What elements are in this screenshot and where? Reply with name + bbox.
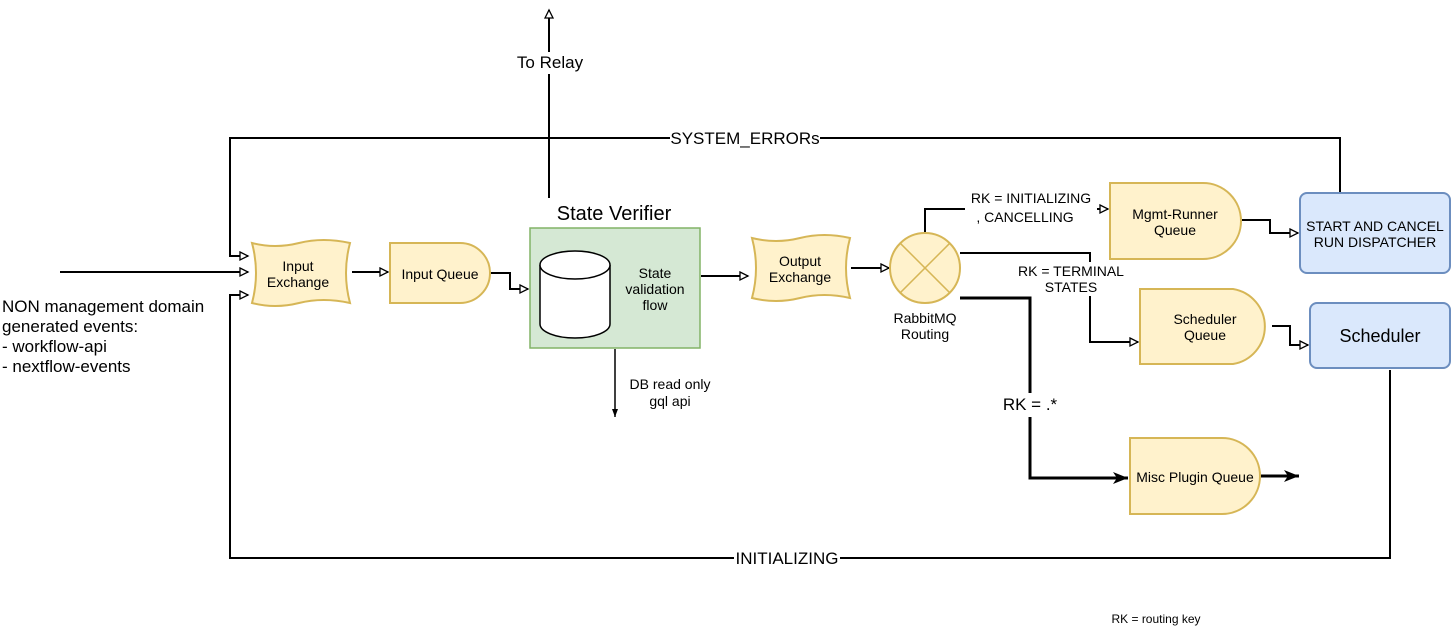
source-events-line4: - nextflow-events: [2, 357, 131, 376]
scheduler-queue-node[interactable]: Scheduler Queue: [1139, 288, 1266, 365]
input-queue-label: Input Queue: [401, 266, 478, 282]
start-cancel-dispatcher-node[interactable]: START AND CANCEL RUN DISPATCHER: [1299, 192, 1451, 274]
input-exchange-label-line1: Input: [282, 258, 313, 274]
misc-plugin-queue-node[interactable]: Misc Plugin Queue: [1129, 437, 1261, 515]
scheduler-box: [1309, 302, 1451, 369]
db-read-only-label-line2: gql api: [649, 393, 690, 409]
mgmt-runner-queue-label-line1: Mgmt-Runner: [1132, 206, 1218, 222]
edge-mgmt-runner-to-dispatcher: [1242, 219, 1298, 233]
output-exchange-shape: [750, 234, 852, 302]
scheduler-queue-label-line1: Scheduler: [1173, 311, 1236, 327]
to-relay-label: To Relay: [517, 53, 584, 72]
output-exchange-node[interactable]: Output Exchange: [750, 234, 852, 302]
rabbitmq-routing-node[interactable]: RabbitMQ Routing: [889, 232, 961, 342]
rk-any-label-bg: [998, 393, 1062, 417]
rabbitmq-routing-label-line1: RabbitMQ: [893, 310, 956, 326]
source-events-line1: NON management domain: [2, 297, 204, 316]
state-validation-flow-line3: flow: [643, 297, 669, 313]
system-errors-label: SYSTEM_ERRORs: [670, 129, 819, 148]
rk-any-label: RK = .*: [1003, 395, 1058, 414]
edge-routing-to-scheduler-queue: [960, 252, 1138, 342]
state-validation-flow-line1: State: [639, 265, 672, 281]
system-errors-label-bg: [670, 128, 820, 148]
input-exchange-node[interactable]: Input Exchange: [250, 239, 352, 307]
output-exchange-label-line2: Exchange: [769, 269, 831, 285]
input-exchange-shape: [250, 239, 352, 307]
rk-initializing-label-line2: , CANCELLING: [976, 209, 1073, 225]
mgmt-runner-queue-label-line2: Queue: [1154, 222, 1196, 238]
state-validation-flow-line2: validation: [625, 281, 684, 297]
misc-plugin-queue-shape: [1129, 437, 1261, 515]
rk-initializing-label-line1: RK = INITIALIZING: [971, 190, 1091, 206]
edge-scheduler-queue-to-scheduler: [1272, 325, 1308, 345]
routing-cross-line-b: [899, 242, 951, 294]
edge-routing-to-misc-plugin: [960, 296, 1128, 484]
rk-terminal-label-line2: STATES: [1045, 279, 1097, 295]
scheduler-queue-shape: [1139, 288, 1266, 365]
db-read-only-label-line1: DB read only: [630, 376, 711, 392]
dispatcher-label-line1: START AND CANCEL: [1306, 218, 1444, 234]
database-icon: [539, 250, 611, 339]
legend-rk: RK = routing key: [1111, 612, 1200, 626]
rk-terminal-label-bg: [1014, 262, 1130, 296]
mgmt-runner-queue-node[interactable]: Mgmt-Runner Queue: [1109, 182, 1242, 260]
rk-initializing-label-bg: [965, 189, 1097, 227]
misc-plugin-queue-label: Misc Plugin Queue: [1136, 469, 1254, 485]
edge-system-errors: [229, 137, 1341, 256]
scheduler-label: Scheduler: [1339, 326, 1420, 346]
to-relay-label-bg: [514, 52, 586, 74]
initializing-label: INITIALIZING: [736, 549, 839, 568]
state-verifier-title: State Verifier: [557, 203, 672, 225]
dispatcher-box: [1299, 192, 1451, 274]
state-verifier-node[interactable]: State Verifier State validation flow: [529, 203, 701, 349]
input-exchange-label-line2: Exchange: [267, 274, 329, 290]
scheduler-queue-label-line2: Queue: [1184, 327, 1226, 343]
source-events-line3: - workflow-api: [2, 337, 107, 356]
input-queue-shape: [389, 242, 491, 304]
mgmt-runner-queue-shape: [1109, 182, 1242, 260]
rabbitmq-routing-label-line2: Routing: [901, 326, 949, 342]
edge-input-queue-to-verifier: [490, 272, 528, 289]
edge-initializing: [229, 295, 1391, 559]
dispatcher-label-line2: RUN DISPATCHER: [1314, 234, 1436, 250]
rk-terminal-label-line1: RK = TERMINAL: [1018, 263, 1124, 279]
scheduler-node[interactable]: Scheduler: [1309, 302, 1451, 369]
source-events-line2: generated events:: [2, 317, 138, 336]
source-events-block: NON management domain generated events: …: [2, 297, 204, 376]
input-queue-node[interactable]: Input Queue: [389, 242, 491, 304]
initializing-label-bg: [734, 548, 840, 568]
output-exchange-label-line1: Output: [779, 253, 821, 269]
